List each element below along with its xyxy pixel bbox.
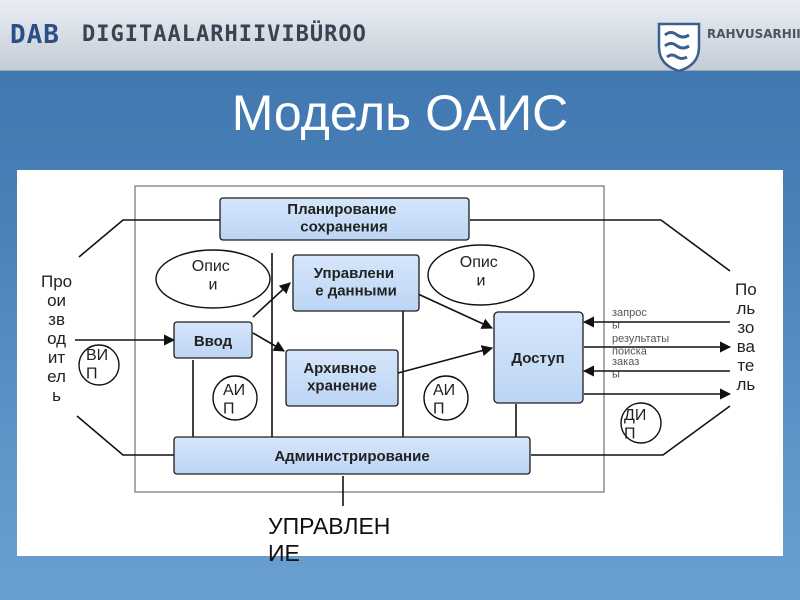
results-label: результаты поиска xyxy=(612,333,672,358)
access-box: Доступ xyxy=(493,311,584,404)
svg-text:Управлени е данными: Управлени е данными xyxy=(314,265,398,299)
estonian-coat-of-arms-icon xyxy=(657,22,701,73)
admin-consumer-line xyxy=(531,405,731,456)
dip-label: ДИ П xyxy=(624,407,651,442)
svg-text:Планирование сохранения: Планирование сохранения xyxy=(287,201,400,235)
consumer-label: По ль зо ва те ль xyxy=(735,280,757,394)
sip-circle xyxy=(78,344,120,386)
storage-to-access-arrow xyxy=(397,345,494,374)
orders-label: заказ ы xyxy=(612,356,642,381)
data-management-box: Управлени е данными xyxy=(292,254,420,312)
svg-text:Ввод: Ввод xyxy=(194,333,233,350)
aip-left-circle xyxy=(212,375,258,421)
aip-right-circle xyxy=(423,375,469,421)
slide-title: Модель ОАИС xyxy=(231,85,569,141)
oais-boundary xyxy=(134,185,605,493)
diagram-panel: Опис и Опис и Планирование сохранения Уп… xyxy=(17,170,783,556)
producer-admin-line xyxy=(76,415,174,456)
dab-logo: DAB xyxy=(10,20,60,50)
archival-storage-box: Архивное хранение xyxy=(285,349,399,407)
header-bar: DAB DIGITAALARHIIVIBÜROO RAHVUSARHIIV xyxy=(0,0,800,73)
dip-circle xyxy=(620,402,662,444)
oais-diagram: Опис и Опис и Планирование сохранения Уп… xyxy=(75,185,732,506)
ingest-box: Ввод xyxy=(173,321,253,359)
data-management-to-access-arrow xyxy=(417,293,494,329)
svg-text:Администрирование: Администрирование xyxy=(274,448,429,465)
administration-box: Администрирование xyxy=(173,436,531,475)
preservation-planning-box: Планирование сохранения xyxy=(219,197,470,241)
queries-label: запрос ы xyxy=(612,307,650,332)
rahvusarhiiv-wordmark: RAHVUSARHIIV xyxy=(707,27,800,41)
descriptions-left-label: Опис и xyxy=(192,258,235,293)
producer-label: Про ои зв од ит ел ь xyxy=(41,272,73,405)
aip-left-label: АИ П xyxy=(223,382,250,417)
planning-consumer-line xyxy=(470,219,731,272)
aip-right-label: АИ П xyxy=(433,382,460,417)
producer-planning-line xyxy=(78,219,220,258)
svg-text:Доступ: Доступ xyxy=(511,350,564,367)
descriptions-left-ellipse xyxy=(155,249,271,309)
descriptions-right-ellipse xyxy=(427,244,535,306)
management-label: УПРАВЛЕН ИЕ xyxy=(268,513,391,566)
sip-label: ВИ П xyxy=(86,347,113,382)
digitaalarhiivibyroo-wordmark: DIGITAALARHIIVIBÜROO xyxy=(82,22,367,47)
svg-text:Архивное хранение: Архивное хранение xyxy=(303,360,380,394)
ingest-to-storage-arrow xyxy=(252,332,285,352)
descriptions-right-label: Опис и xyxy=(460,254,503,289)
